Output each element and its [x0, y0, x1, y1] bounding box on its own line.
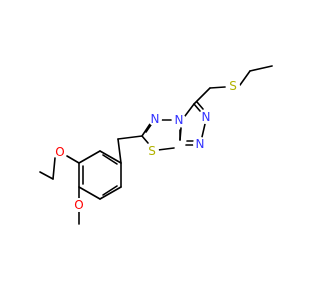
atom-background — [72, 198, 86, 212]
bond — [249, 65, 273, 72]
bond-double-inner — [196, 101, 204, 110]
atom-sulfur-ring: S — [148, 144, 156, 158]
atom-background — [199, 110, 213, 124]
bond — [99, 150, 122, 164]
atom-nitrogen-thiadiazole: N — [151, 112, 160, 126]
atom-background — [172, 113, 186, 127]
atom-nitrogen-bridgehead: N — [175, 113, 184, 127]
atom-nitrogen-triazole-upper: N — [202, 110, 211, 124]
atom-sulfur-thioether: S — [229, 79, 237, 93]
bond — [78, 150, 101, 164]
bond — [66, 155, 80, 164]
atom-background — [193, 137, 207, 151]
atom-oxygen-upper: O — [55, 145, 64, 159]
bond — [39, 171, 54, 180]
bond — [193, 87, 211, 105]
atom-background — [53, 145, 67, 159]
bond — [52, 157, 56, 180]
molecule-structure-diagram: O O S N N N N S — [39, 65, 273, 225]
bond — [78, 186, 101, 200]
bond — [201, 123, 206, 138]
bond — [184, 103, 195, 117]
atom-labels: O O S N N N N S — [52, 79, 240, 212]
bond — [141, 123, 151, 137]
bond — [117, 135, 143, 140]
bond-aromatic-inner — [102, 185, 118, 196]
atom-background — [148, 112, 162, 126]
bond-aromatic-inner — [102, 154, 118, 165]
atom-oxygen-lower: O — [74, 198, 83, 212]
atom-nitrogen-triazole-lower: N — [196, 137, 205, 151]
bonds — [39, 65, 273, 225]
bond — [117, 138, 122, 164]
bond — [193, 103, 201, 112]
bond — [99, 186, 122, 200]
atom-background — [145, 144, 159, 158]
atom-background — [226, 79, 240, 93]
bond — [239, 70, 251, 86]
bond — [209, 86, 226, 89]
bond — [157, 147, 175, 151]
bond — [141, 135, 149, 144]
